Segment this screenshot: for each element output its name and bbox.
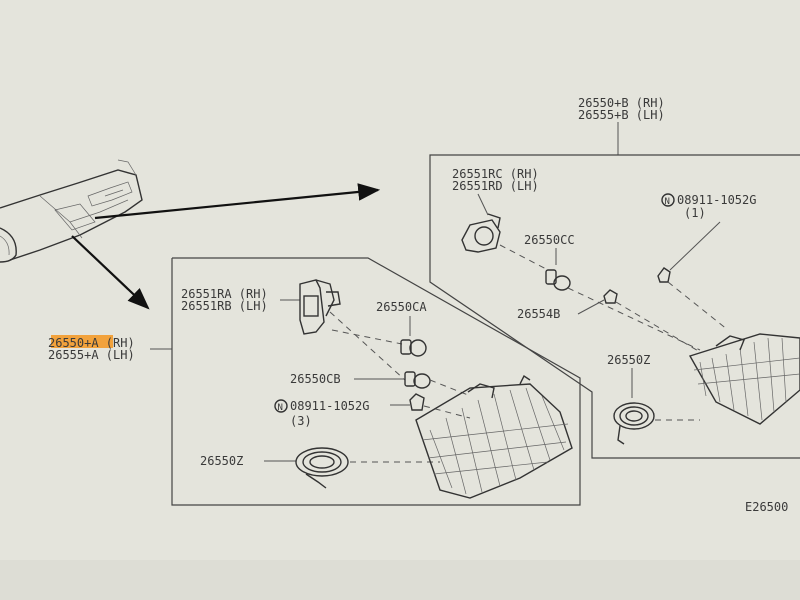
front-sealer-label: 26550Z <box>200 454 243 468</box>
rear-sealer-label: 26550Z <box>607 353 650 367</box>
rear-nut-callout: N 08911-1052G (1) <box>661 193 756 271</box>
main-part-rh: 26550+A (RH) <box>48 336 135 350</box>
rear-socket-icon <box>461 213 501 253</box>
rear-nut-icon <box>657 267 671 283</box>
rear-assembly-frame <box>429 154 800 459</box>
paper-shadow <box>0 560 800 600</box>
rear-part-rh: 26550+B (RH) <box>578 96 665 110</box>
rear-bulb-label: 26550CC <box>524 233 575 247</box>
front-nut-label: 08911-1052G <box>290 399 369 413</box>
arrow-to-rear-assembly <box>94 183 381 220</box>
front-bulb-b-icon <box>404 371 431 389</box>
rear-clip-label: 26554B <box>517 307 560 321</box>
front-socket-rh: 26551RA (RH) <box>181 287 268 301</box>
rear-n-marker-icon <box>661 193 675 207</box>
rear-bulb-icon <box>545 269 571 291</box>
front-nut-qty: (3) <box>290 414 312 428</box>
front-lamp-assembly: 26551RA (RH) 26551RB (LH) 26550CA 26550C… <box>171 257 581 506</box>
highlight-marker <box>51 335 113 348</box>
rear-sealer-icon <box>613 402 655 445</box>
front-bulb-b-label: 26550CB <box>290 372 341 386</box>
figure-code: E26500 <box>745 500 788 514</box>
front-socket-lh: 26551RB (LH) <box>181 299 268 313</box>
front-n-marker: N <box>278 403 283 413</box>
rear-n-marker: N <box>665 197 670 207</box>
front-lamp-lens-icon <box>415 374 573 499</box>
front-sealer-icon <box>295 447 349 489</box>
front-bulb-a-icon <box>400 339 427 357</box>
arrow-to-front-assembly <box>71 235 150 310</box>
front-socket-icon <box>299 279 341 335</box>
rear-clip-icon <box>603 289 618 304</box>
rear-lamp-lens-icon <box>688 333 800 425</box>
rear-socket-lh: 26551RD (LH) <box>452 179 539 193</box>
front-nut-icon <box>409 393 425 411</box>
main-part-callout: 26550+A (RH) 26555+A (LH) <box>48 335 172 362</box>
main-part-lh: 26555+A (LH) <box>48 348 135 362</box>
rear-part-lh: 26555+B (LH) <box>578 108 665 122</box>
front-assembly-frame <box>171 257 581 506</box>
front-nut-callout: N 08911-1052G (3) <box>274 399 410 428</box>
front-bulb-a-label: 26550CA <box>376 300 427 314</box>
rear-nut-qty: (1) <box>684 206 706 220</box>
car-front-sketch <box>0 159 143 263</box>
rear-nut-label: 08911-1052G <box>677 193 756 207</box>
front-n-marker-icon <box>274 399 288 413</box>
rear-lamp-assembly: 26550+B (RH) 26555+B (LH) 26551RC (RH) 2… <box>429 96 800 459</box>
rear-socket-rh: 26551RC (RH) <box>452 167 539 181</box>
